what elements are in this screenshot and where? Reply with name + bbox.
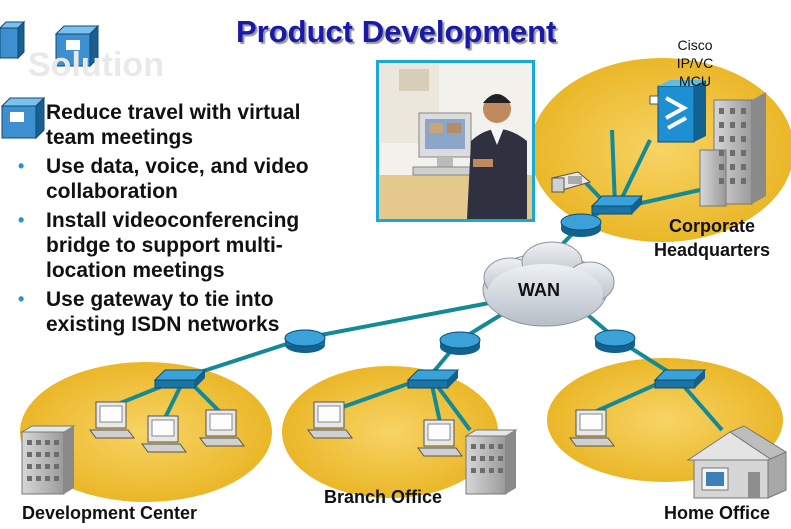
building-icon: [20, 425, 76, 495]
building-windows: [27, 440, 59, 481]
bullet-text: Reduce travel with virtual team meetings: [46, 101, 301, 149]
bullet-text: Use data, voice, and video collaboration: [46, 155, 309, 203]
bullet-item: • Use data, voice, and video collaboratio…: [18, 154, 346, 204]
pc-icon: [307, 401, 353, 439]
hq-label: Corporate Headquarters: [653, 216, 771, 260]
router-icon: [284, 329, 326, 353]
bullet-text: Use gateway to tie into existing ISDN ne…: [46, 288, 280, 336]
branch-office-label: Branch Office: [324, 487, 443, 507]
pc-icon: [89, 401, 135, 439]
home-office-label: Home Office: [664, 503, 771, 523]
cube-icon: [0, 20, 26, 60]
branch-site-ellipse: [282, 366, 498, 498]
router-icon: [594, 329, 636, 353]
bullet-text: Install videoconferencing bridge to supp…: [46, 209, 300, 282]
cube-icon: [54, 24, 100, 68]
switch-icon: [653, 369, 707, 389]
pc-icon: [141, 415, 187, 453]
building-windows: [471, 444, 503, 473]
cube-icon: [0, 96, 46, 140]
wan-label: WAN: [518, 280, 560, 300]
wan-cloud-icon: [482, 241, 615, 327]
mcu-icon: [649, 80, 706, 143]
mcu-label: Cisco IP/VC MCU: [676, 37, 714, 89]
dev-site-ellipse: [20, 362, 272, 502]
house-icon: [686, 425, 787, 499]
pc-icon: [417, 419, 463, 457]
switch-icon: [590, 195, 644, 215]
building-windows: [719, 108, 746, 184]
bullet-item: Reduce travel with virtual team meetings: [18, 100, 346, 150]
router-icon: [439, 331, 481, 355]
switch-icon: [153, 369, 207, 389]
router-icon: [560, 213, 602, 237]
pc-icon: [569, 409, 615, 447]
solution-heading: Solution: [28, 46, 164, 84]
switch-icon: [406, 369, 460, 389]
slide-title: Product Development: [236, 14, 557, 49]
bullet-dot-icon: •: [18, 210, 25, 230]
bullet-item: • Install videoconferencing bridge to sup…: [18, 208, 346, 283]
bullet-item: • Use gateway to tie into existing ISDN n…: [18, 287, 346, 337]
pc-icon: [199, 409, 245, 447]
dev-center-label: Development Center: [22, 503, 198, 523]
person-at-computer-image: [379, 63, 532, 219]
bullet-dot-icon: •: [18, 289, 25, 309]
bullet-dot-icon: •: [18, 156, 25, 176]
solution-bullet-list: Reduce travel with virtual team meetings…: [18, 100, 346, 341]
building-icon: [464, 429, 518, 495]
videoconference-photo: [376, 60, 535, 222]
phone-icon: [551, 171, 592, 193]
